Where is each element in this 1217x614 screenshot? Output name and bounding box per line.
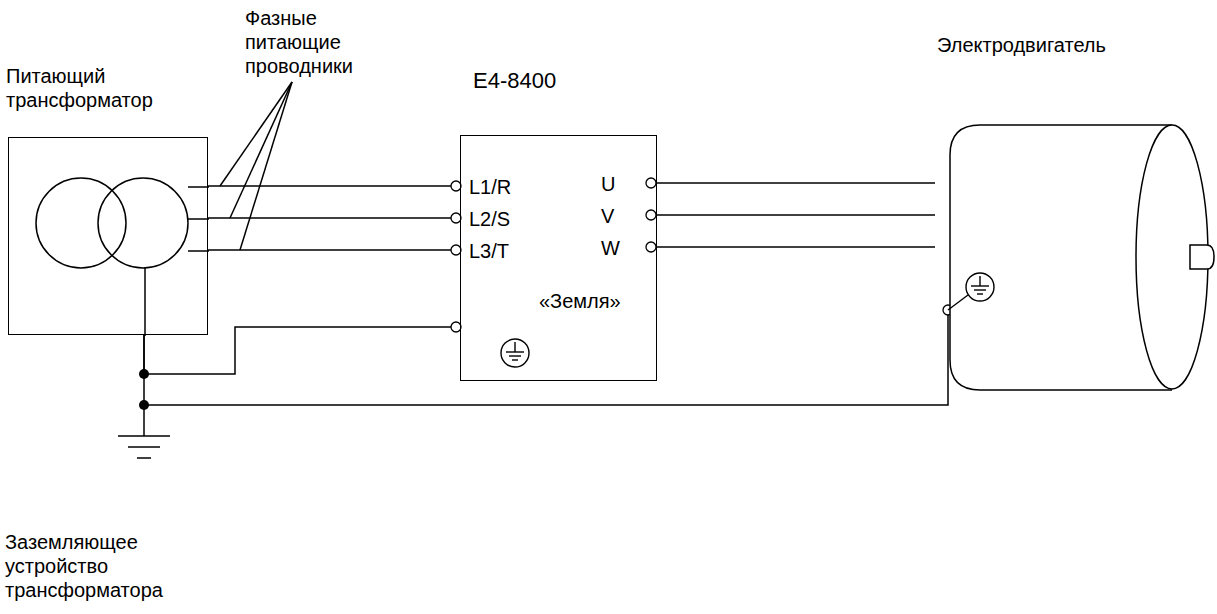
terminal-name: U (601, 172, 615, 196)
illustration (9, 138, 209, 336)
wire (657, 214, 935, 216)
terminal (646, 242, 656, 252)
terminal-name: L3/T (469, 239, 509, 263)
earth-symbol (137, 457, 151, 459)
ground-symbol (966, 273, 994, 301)
wire (208, 185, 460, 187)
terminal-name: «Земля» (539, 289, 621, 313)
leader-line (220, 82, 292, 186)
junction-dot (139, 369, 149, 379)
terminal (646, 178, 656, 188)
terminal-name: L2/S (469, 207, 510, 231)
terminal-name: V (601, 204, 614, 228)
device-model: E4-8400 (473, 68, 556, 94)
callout-text: Заземляющее устройство трансформатора (5, 530, 175, 602)
electric-motor: Электродвигатель (935, 125, 1215, 391)
terminal (646, 210, 656, 220)
wire (657, 182, 935, 184)
ground-symbol (501, 339, 529, 367)
illustration (935, 125, 1215, 391)
terminal-name: L1/R (469, 175, 511, 199)
leader-line (240, 82, 292, 250)
node-title: Питающий трансформатор (6, 64, 206, 112)
earth-symbol (118, 435, 170, 437)
transformer-box: Питающий трансформатор (8, 137, 208, 335)
node-title: Электродвигатель (937, 33, 1106, 57)
wire (144, 310, 948, 405)
wire (208, 249, 460, 251)
frequency-converter: E4-8400L1/RL2/SL3/TUVW«Земля» (460, 135, 657, 381)
junction-dot (139, 400, 149, 410)
wire (657, 246, 935, 248)
leader-line (230, 82, 292, 218)
terminal-name: W (601, 236, 620, 260)
callout-text: Фазные питающие проводники (245, 6, 415, 78)
earth-symbol (128, 446, 160, 448)
wire (208, 217, 460, 219)
